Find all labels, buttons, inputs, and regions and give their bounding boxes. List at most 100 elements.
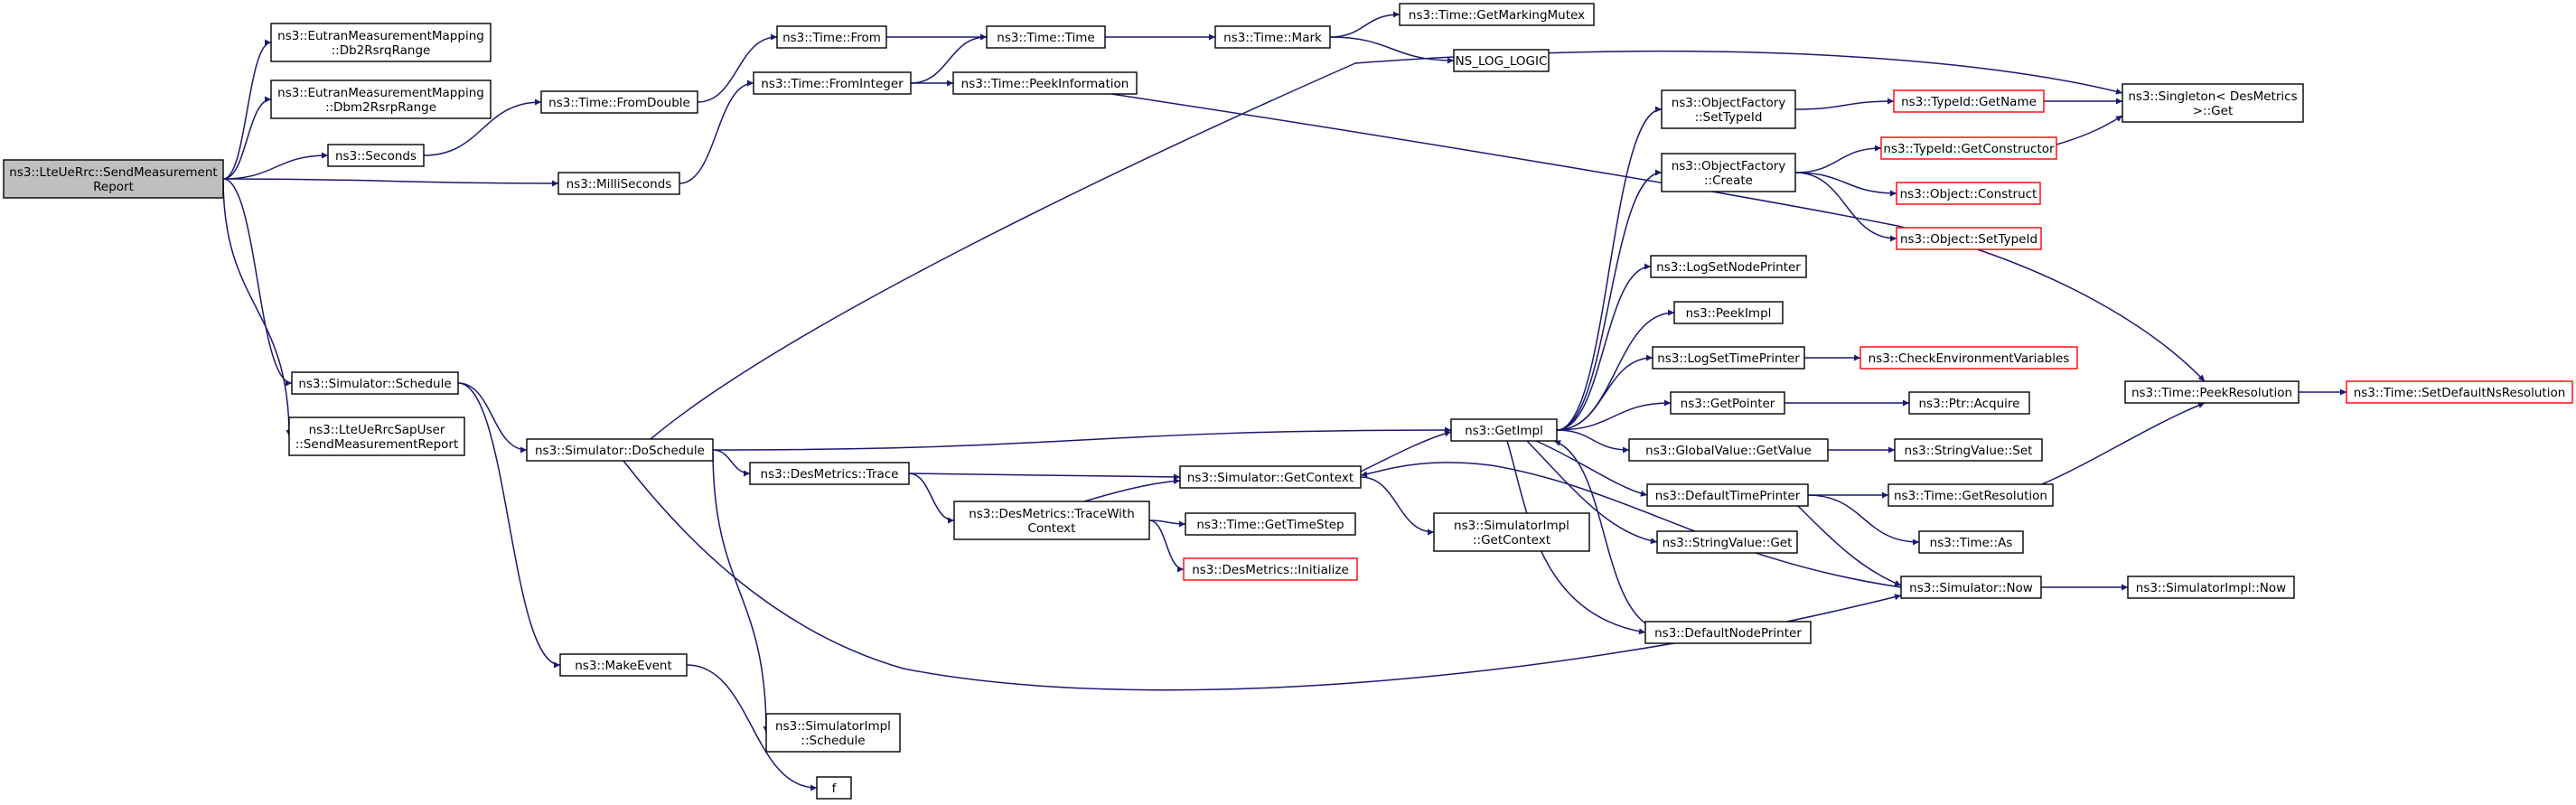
node-label: ns3::Time::GetTimeStep (1196, 518, 1344, 532)
node-label: ns3::TypeId::GetConstructor (1883, 142, 2055, 156)
node-ns3-defaulttimeprinter[interactable]: ns3::DefaultTimePrinter (1646, 483, 1809, 507)
node-box (3, 159, 224, 199)
node-box (952, 71, 1138, 95)
node-label: ns3::TypeId::GetName (1901, 95, 2037, 109)
node-ns3-eutranmeasurementmapping-dbm2rsrprange[interactable]: ns3::EutranMeasurementMapping::Dbm2RsrpR… (270, 80, 492, 119)
node-ns3-objectfactory-create[interactable]: ns3::ObjectFactory::Create (1661, 153, 1796, 192)
node-layer: ns3::LteUeRrc::SendMeasurementReportns3:… (3, 3, 2573, 800)
edge-line (908, 473, 955, 524)
node-box (1399, 3, 1595, 26)
node-ns3-simulator-doschedule[interactable]: ns3::Simulator::DoSchedule (526, 438, 714, 462)
edge-getres-to-peekres (2041, 402, 2206, 485)
node-box (1661, 89, 1796, 129)
node-ns3-time-setdefaultnsresolution[interactable]: ns3::Time::SetDefaultNsResolution (2346, 380, 2573, 404)
edge-ofcreate-to-tidctor (1794, 145, 1882, 173)
edge-ofcreate-to-objcon (1794, 172, 1897, 197)
node-ns3-logsetnodeprinter[interactable]: ns3::LogSetNodePrinter (1650, 255, 1807, 278)
node-label: ns3::StringValue::Get (1663, 536, 1793, 550)
node-ns3-logsettimeprinter[interactable]: ns3::LogSetTimePrinter (1652, 346, 1805, 370)
node-label: ns3::Time::Time (997, 31, 1094, 45)
node-label: ns3::Object::SetTypeId (1900, 232, 2037, 247)
node-ns3-simulatorimpl-now[interactable]: ns3::SimulatorImpl::Now (2127, 576, 2295, 599)
node-ns3-milliseconds[interactable]: ns3::MilliSeconds (557, 172, 680, 195)
node-label: ns3::Simulator::GetContext (1187, 471, 1354, 485)
node-ns3-objectfactory-settypeid[interactable]: ns3::ObjectFactory::SetTypeId (1661, 89, 1796, 129)
node-box (1656, 530, 1798, 554)
node-box (559, 653, 688, 677)
node-box (291, 371, 459, 395)
node-box (753, 71, 912, 95)
node-ns3-lteuerrc-sendmeasurement-report[interactable]: ns3::LteUeRrc::SendMeasurementReport (3, 159, 224, 199)
node-ns3-time-mark[interactable]: ns3::Time::Mark (1214, 25, 1331, 49)
node-box (2346, 380, 2573, 404)
node-box (540, 90, 698, 114)
edge-getctx-to-implctx (1360, 476, 1435, 536)
node-ns3-simulator-schedule[interactable]: ns3::Simulator::Schedule (291, 371, 459, 395)
node-ns3-getimpl[interactable]: ns3::GetImpl (1450, 418, 1558, 442)
edge-line (1083, 478, 1181, 502)
edge-milli-to-fromint (679, 80, 754, 184)
node-label: ns3::Simulator::Schedule (298, 377, 451, 391)
node-ns3-time-peekresolution[interactable]: ns3::Time::PeekResolution (2124, 380, 2300, 404)
node-ns3-time-frominteger[interactable]: ns3::Time::FromInteger (753, 71, 912, 95)
node-ns3-time-from[interactable]: ns3::Time::From (776, 25, 887, 49)
node-ns3-stringvalue-get[interactable]: ns3::StringValue::Get (1656, 530, 1798, 554)
node-ns3-globalvalue-getvalue[interactable]: ns3::GlobalValue::GetValue (1628, 438, 1829, 462)
edge-root-to-sec (222, 152, 329, 180)
node-ns3-seconds[interactable]: ns3::Seconds (327, 144, 425, 167)
node-box (1893, 89, 2045, 113)
node-label: ns3::GlobalValue::GetValue (1645, 444, 1812, 458)
edge-line (1556, 106, 1663, 431)
node-ns3-time-gettimestep[interactable]: ns3::Time::GetTimeStep (1185, 512, 1356, 536)
node-box (1453, 49, 1550, 72)
edge-line (222, 178, 559, 187)
node-ns3-defaultnodeprinter[interactable]: ns3::DefaultNodePrinter (1644, 621, 1812, 644)
node-ns3-singleton-desmetrics-get[interactable]: ns3::Singleton< DesMetrics>::Get (2122, 83, 2304, 123)
node-ns3-simulator-getcontext[interactable]: ns3::Simulator::GetContext (1179, 465, 1362, 489)
node-ns3-stringvalue-set[interactable]: ns3::StringValue::Set (1894, 438, 2043, 462)
edge-line (1506, 440, 1646, 635)
node-ns3-lteuerrcsapuser-sendmeasurementreport[interactable]: ns3::LteUeRrcSapUser::SendMeasurementRep… (288, 417, 465, 456)
node-box (1670, 391, 1785, 415)
node-label: ns3::EutranMeasurementMapping (277, 29, 484, 43)
node-ns3-eutranmeasurementmapping-db2rsrqrange[interactable]: ns3::EutranMeasurementMapping::Db2RsrqRa… (270, 23, 492, 62)
node-box (986, 25, 1106, 49)
node-label: ns3::LteUeRrcSapUser (309, 423, 445, 437)
node-box (1673, 301, 1784, 324)
node-ns3-simulator-now[interactable]: ns3::Simulator::Now (1900, 576, 2042, 599)
node-ns3-getpointer[interactable]: ns3::GetPointer (1670, 391, 1785, 415)
node-ns3-time-time[interactable]: ns3::Time::Time (986, 25, 1106, 49)
node-ns3-simulatorimpl-schedule[interactable]: ns3::SimulatorImpl::Schedule (765, 713, 901, 753)
edge-getimpl-to-logtp (1556, 354, 1653, 431)
edge-line (1553, 440, 1654, 629)
node-box (1859, 346, 2078, 370)
node-ns3-makeevent[interactable]: ns3::MakeEvent (559, 653, 688, 677)
edge-layer (222, 11, 2347, 791)
node-ns3-peekimpl[interactable]: ns3::PeekImpl (1673, 301, 1784, 324)
edge-line (910, 33, 988, 84)
node-ns3-object-settypeid[interactable]: ns3::Object::SetTypeId (1896, 227, 2042, 250)
node-ns3-desmetrics-initialize[interactable]: ns3::DesMetrics::Initialize (1183, 557, 1358, 581)
node-ns3-time-as[interactable]: ns3::Time::As (1918, 530, 2024, 554)
node-ns3-time-fromdouble[interactable]: ns3::Time::FromDouble (540, 90, 698, 114)
edge-root-to-db2 (222, 39, 272, 180)
node-ns3-typeid-getname[interactable]: ns3::TypeId::GetName (1893, 89, 2045, 113)
node-ns3-checkenvironmentvariables[interactable]: ns3::CheckEnvironmentVariables (1859, 346, 2078, 370)
node-ns3-ptr-acquire[interactable]: ns3::Ptr::Acquire (1908, 391, 2030, 415)
node-ns3-object-construct[interactable]: ns3::Object::Construct (1896, 182, 2041, 205)
node-ns3-simulatorimpl-getcontext[interactable]: ns3::SimulatorImpl::GetContext (1433, 512, 1590, 552)
node-ns3-typeid-getconstructor[interactable]: ns3::TypeId::GetConstructor (1880, 136, 2057, 160)
node-ns3-time-getresolution[interactable]: ns3::Time::GetResolution (1888, 483, 2054, 507)
node-f[interactable]: f (816, 776, 852, 800)
node-ns-log-logic[interactable]: NS_LOG_LOGIC (1453, 49, 1550, 72)
node-label: ns3::Seconds (335, 149, 417, 164)
edge-getimpl-to-ofsettid (1556, 106, 1663, 431)
node-ns3-time-peekinformation[interactable]: ns3::Time::PeekInformation (952, 71, 1138, 95)
edge-line (1556, 169, 1663, 431)
node-ns3-time-getmarkingmutex[interactable]: ns3::Time::GetMarkingMutex (1399, 3, 1595, 26)
edge-line (712, 449, 751, 477)
edge-getctx-to-getimpl (1360, 430, 1452, 473)
node-ns3-desmetrics-trace[interactable]: ns3::DesMetrics::Trace (749, 462, 910, 485)
edge-line (2041, 402, 2206, 485)
